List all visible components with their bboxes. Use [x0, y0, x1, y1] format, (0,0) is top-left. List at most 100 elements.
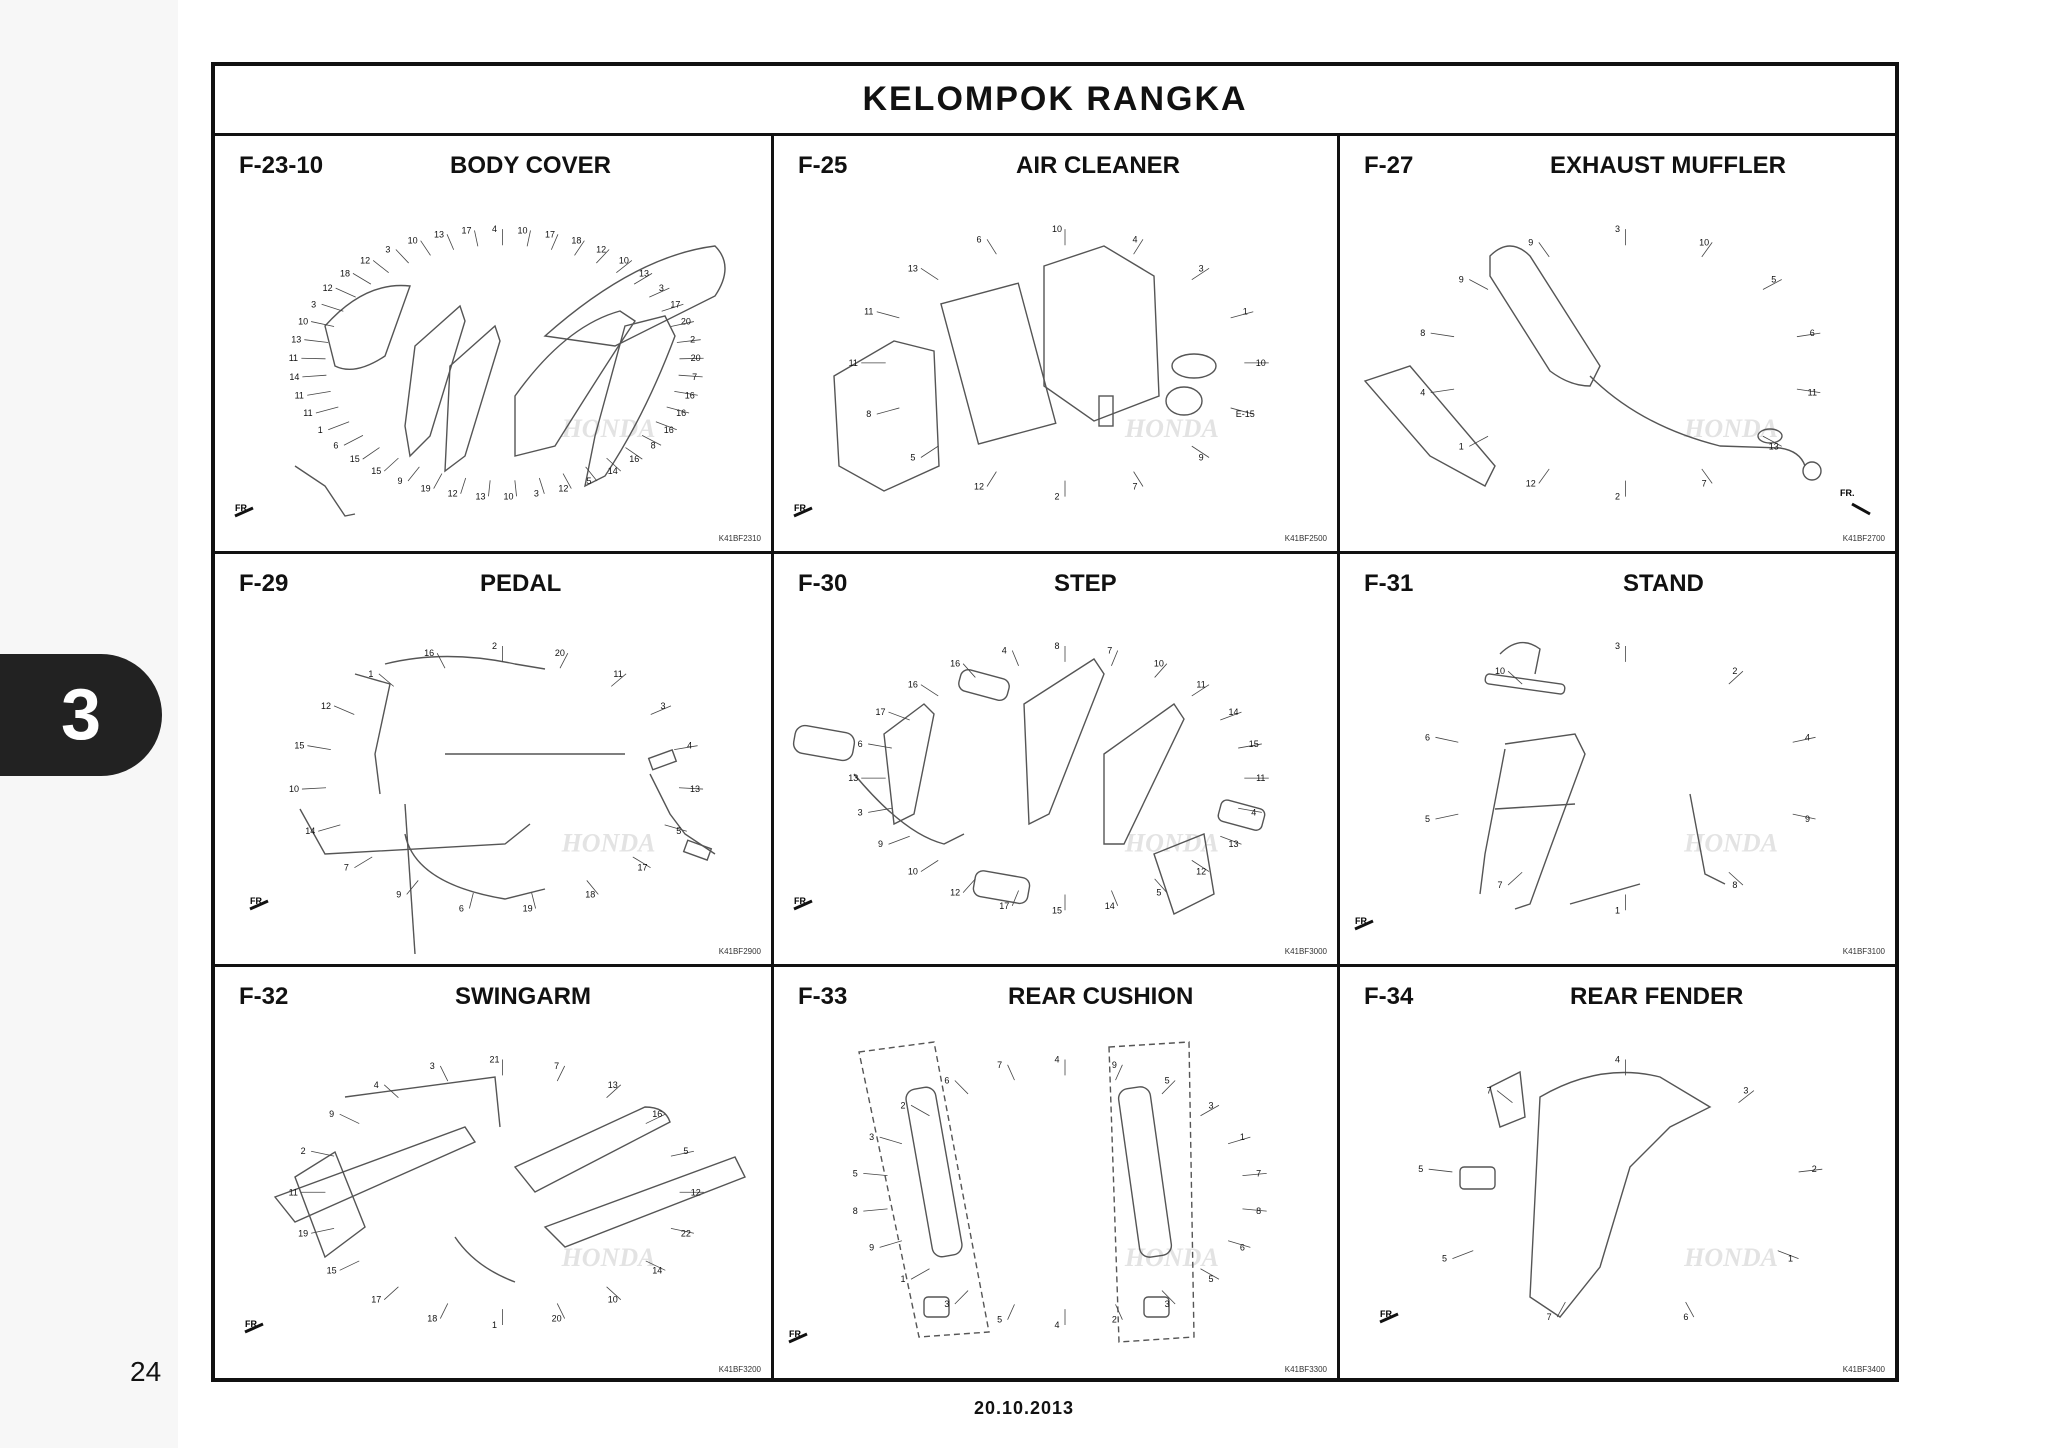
callout-leader [986, 239, 997, 255]
part-callout: 7 [1498, 880, 1503, 890]
part-callout: 2 [1615, 492, 1620, 502]
part-callout: 16 [652, 1109, 662, 1119]
part-callout: 13 [639, 268, 649, 278]
part-callout: 12 [596, 244, 606, 254]
part-callout: 18 [340, 268, 350, 278]
callout-leader [650, 705, 672, 715]
callout-leader [678, 787, 704, 790]
callout-leader [962, 878, 976, 893]
callout-leader [1242, 1172, 1267, 1177]
callout-leader [550, 234, 559, 250]
part-callout: 3 [1199, 263, 1204, 273]
part-callout: 15 [294, 741, 304, 751]
part-callout: 1 [1243, 307, 1248, 317]
callout-leader [1796, 388, 1821, 394]
part-callout: 13 [291, 335, 301, 345]
part-callout: 4 [492, 224, 497, 234]
callout-leader [670, 1227, 694, 1234]
part-callout: 3 [385, 244, 390, 254]
part-callout: 13 [1769, 441, 1779, 451]
callout-leader [606, 1084, 622, 1099]
part-callout: 4 [1054, 1054, 1059, 1064]
part-callout: 16 [685, 390, 695, 400]
fr-label: FR. [789, 1329, 804, 1339]
callout-leader [1452, 1250, 1474, 1260]
part-callout: 11 [849, 358, 858, 368]
diagram-ref: K41BF3100 [1842, 947, 1885, 956]
fr-label: FR. [1840, 488, 1855, 498]
callout-leader [436, 652, 446, 669]
diagram-title: BODY COVER [450, 152, 611, 179]
part-callout: 11 [1256, 773, 1265, 783]
callout-leader [664, 824, 687, 832]
callout-leader [439, 1303, 449, 1319]
part-callout: 11 [613, 669, 622, 679]
part-callout: 15 [371, 466, 381, 476]
part-callout: 7 [1132, 481, 1137, 491]
callout-leader [460, 477, 467, 494]
part-callout: 17 [371, 1295, 381, 1305]
diagram-code: F-34 [1364, 983, 1414, 1010]
callout-leader [1507, 670, 1523, 685]
callout-leader [674, 390, 698, 396]
part-callout: 6 [944, 1076, 949, 1086]
part-callout: 10 [1495, 666, 1505, 676]
callout-leader [1556, 1301, 1566, 1318]
callout-leader [962, 663, 976, 678]
callout-leader [354, 856, 373, 869]
page-number: 24 [130, 1356, 162, 1387]
callout-leader [645, 1113, 666, 1124]
part-callout: 13 [434, 229, 444, 239]
part-callout: 4 [1420, 388, 1425, 398]
part-callout: 15 [350, 454, 360, 464]
part-callout: 20 [552, 1314, 562, 1324]
part-callout: 3 [869, 1132, 874, 1142]
part-callout: 17 [999, 901, 1009, 911]
callout-leader [1798, 1168, 1823, 1173]
section-tab: 3 [0, 654, 162, 776]
page-title: KELOMPOK RANGKA [215, 66, 1895, 136]
part-callout: 19 [523, 904, 533, 914]
callout-leader [632, 856, 651, 869]
callout-leader [383, 457, 399, 472]
part-callout: 9 [1805, 814, 1810, 824]
part-callout: 6 [459, 904, 464, 914]
fr-label: FR. [794, 896, 809, 906]
callout-leader [1538, 468, 1550, 484]
diagram-code: F-31 [1364, 570, 1414, 597]
part-callout: 12 [691, 1187, 701, 1197]
part-callout: 12 [448, 489, 458, 499]
callout-leader [538, 477, 545, 494]
diagram-ref: K41BF3300 [1284, 1365, 1327, 1374]
callout-leader [304, 339, 329, 343]
callout-leader [606, 1286, 622, 1300]
part-callout: 9 [1528, 237, 1533, 247]
part-callout: 5 [586, 476, 591, 486]
callout-leader [311, 1150, 335, 1157]
callout-leader [606, 457, 622, 472]
part-callout: 1 [368, 669, 373, 679]
callout-leader [328, 421, 350, 431]
callout-leader [1227, 1136, 1251, 1145]
part-callout: 17 [876, 707, 886, 717]
callout-leader [879, 1136, 903, 1145]
part-callout: 11 [289, 353, 298, 363]
diagram-code: F-32 [239, 983, 289, 1010]
callout-leader [383, 1286, 399, 1300]
part-callout: 5 [1418, 1164, 1423, 1174]
part-callout: 8 [651, 440, 656, 450]
part-callout: 6 [977, 234, 982, 244]
diagram-ref: K41BF2500 [1284, 534, 1327, 543]
